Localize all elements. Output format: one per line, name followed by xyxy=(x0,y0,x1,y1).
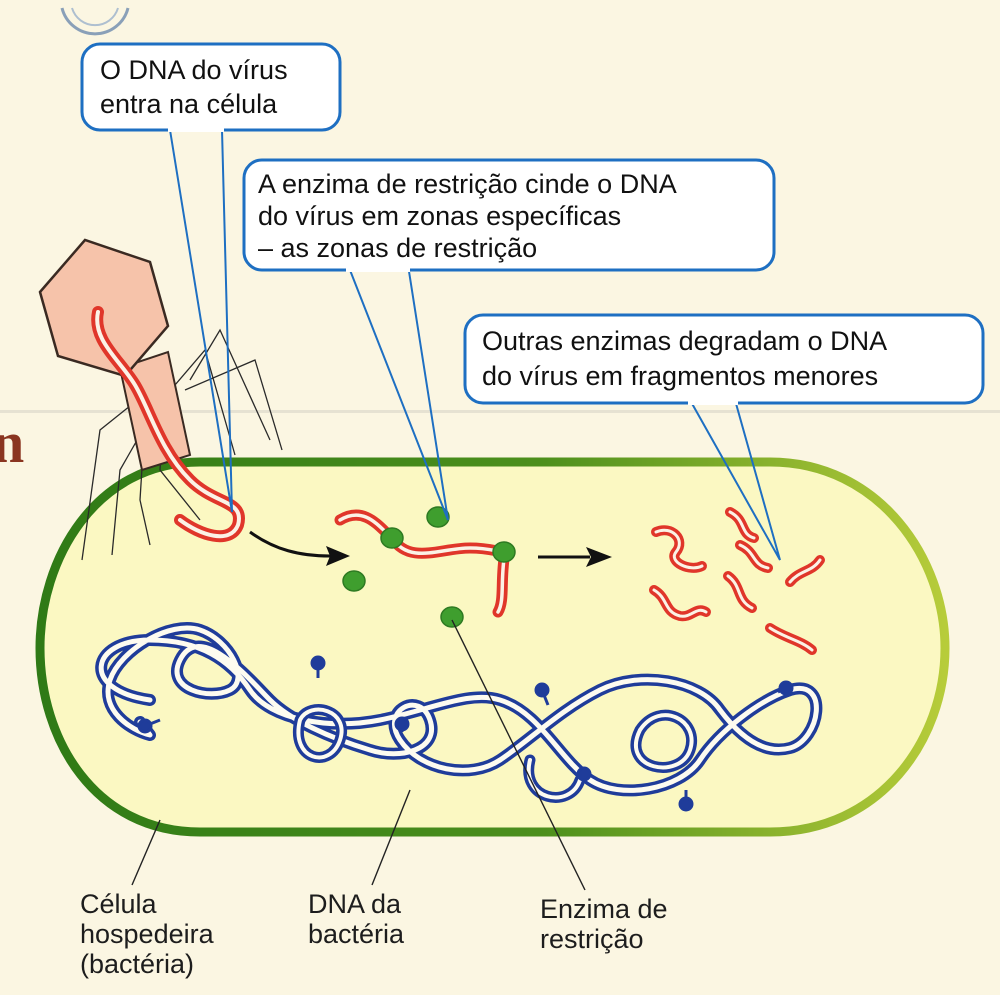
callout-restriction-cut-line2: do vírus em zonas específicas xyxy=(258,201,621,231)
label-restriction-enzyme-line2: restrição xyxy=(540,924,644,954)
label-restriction-enzyme-line1: Enzima de xyxy=(540,894,668,924)
label-bacterial-dna: DNA da bactéria xyxy=(308,889,405,949)
callout-restriction-cut-line3: – as zonas de restrição xyxy=(258,233,537,263)
label-bacterial-dna-line2: bactéria xyxy=(308,919,405,949)
callout-degradation-line2: do vírus em fragmentos menores xyxy=(482,361,878,391)
callout-dna-enters-line2: entra na célula xyxy=(100,89,278,119)
label-restriction-enzyme: Enzima de restrição xyxy=(540,894,668,954)
label-host-cell-line2: hospedeira xyxy=(80,919,215,949)
callout-dna-enters-line1: O DNA do vírus xyxy=(100,55,288,85)
label-host-cell-line3: (bactéria) xyxy=(80,949,194,979)
label-bacterial-dna-line1: DNA da xyxy=(308,889,402,919)
callout-restriction-cut-line1: A enzima de restrição cinde o DNA xyxy=(258,169,677,199)
label-host-cell-line1: Célula xyxy=(80,889,158,919)
corner-logo-icon xyxy=(62,8,128,34)
label-host-cell: Célula hospedeira (bactéria) xyxy=(80,889,215,979)
callout-degradation-line1: Outras enzimas degradam o DNA xyxy=(482,326,887,356)
edge-letter: n xyxy=(0,410,24,475)
